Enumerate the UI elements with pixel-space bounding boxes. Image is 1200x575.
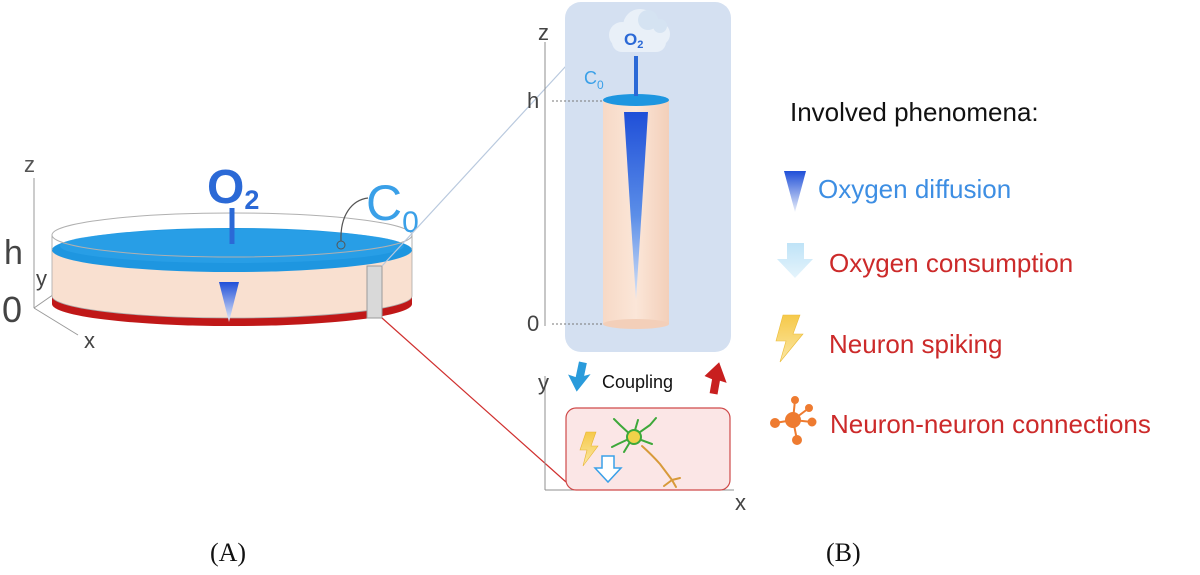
panel-a-oxygen-label: O2	[207, 161, 259, 215]
coupling-label: Coupling	[602, 372, 673, 392]
lightning-bolt-icon	[775, 314, 804, 363]
column-diffusion-cone-icon	[624, 112, 648, 300]
panel-a-axis-x-label: x	[84, 328, 95, 353]
dish-diffusion-cone-icon	[219, 282, 239, 322]
panel-b-axis-z-label: z	[538, 20, 549, 45]
petri-dish	[51, 197, 413, 326]
tissue-column	[603, 94, 669, 329]
legend-item-label: Neuron spiking	[829, 329, 1002, 359]
panel-a-caption: (A)	[210, 538, 246, 567]
legend-item-label: Oxygen diffusion	[818, 174, 1011, 204]
panel-a-level-h-label: h	[4, 234, 23, 272]
legend-title: Involved phenomena:	[790, 97, 1039, 127]
panel-b: z h 0 y x O2	[527, 2, 861, 567]
zoom-connectors	[381, 65, 567, 483]
neuron-box-lightning-icon	[579, 431, 599, 467]
legend-item-neuron-connections: Neuron-neuron connections	[770, 396, 1151, 445]
panel-a-concentration-label: C0	[366, 175, 419, 239]
dish-column-slice	[366, 265, 383, 319]
legend-item-neuron-spiking: Neuron spiking	[775, 314, 1002, 363]
legend-item-label: Neuron-neuron connections	[830, 409, 1151, 439]
panel-a-axis-z-label: z	[24, 152, 35, 177]
panel-a-level-0-label: 0	[2, 289, 22, 330]
column-surface	[603, 94, 669, 106]
coupling-up-arrow-icon	[704, 362, 727, 395]
legend-item-oxygen-consumption: Oxygen consumption	[777, 243, 1073, 278]
diffusion-cone-icon	[784, 171, 806, 212]
legend-item-label: Oxygen consumption	[829, 248, 1073, 278]
panel-a: z y x h 0	[2, 152, 419, 567]
panel-b-level-0-label: 0	[527, 311, 539, 336]
legend: Involved phenomena: Oxygen diffusion Oxy…	[770, 97, 1151, 445]
panel-b-level-h-label: h	[527, 88, 539, 113]
cloud-oxygen-label: O2	[624, 30, 643, 51]
panel-a-axis-y-label: y	[36, 266, 47, 291]
c0-leader-line	[340, 197, 369, 242]
panel-b-axis-y-label: y	[538, 370, 549, 395]
coupling-down-arrow-icon	[568, 361, 591, 392]
oxygen-cloud-icon	[609, 9, 670, 52]
network-node-icon	[770, 396, 817, 445]
neuron-cell-icon	[611, 417, 681, 488]
legend-item-oxygen-diffusion: Oxygen diffusion	[784, 171, 1011, 212]
panel-b-concentration-label: C0	[584, 68, 604, 92]
down-arrow-icon	[777, 243, 813, 278]
panel-b-caption: (B)	[826, 538, 861, 567]
neuron-box-down-arrow-icon	[593, 455, 623, 484]
panel-b-axis-x-label: x	[735, 490, 746, 515]
